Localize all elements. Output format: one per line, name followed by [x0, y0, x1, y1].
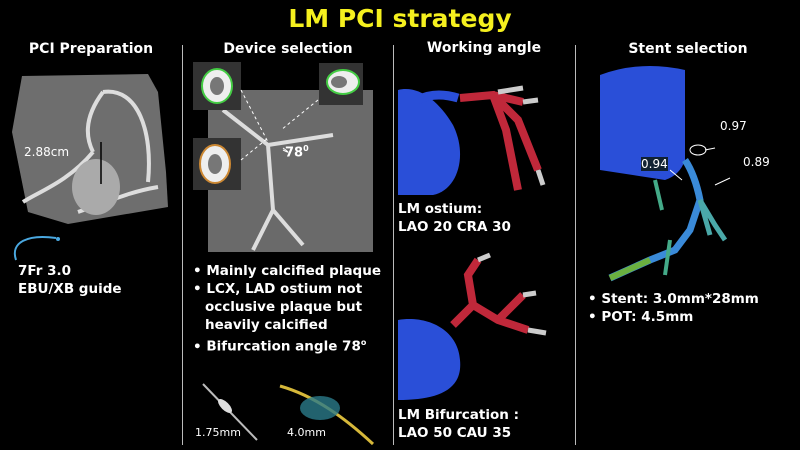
- column-divider: [575, 45, 576, 445]
- finding-item: LCX, LAD ostium not occlusive plaque but…: [193, 280, 393, 334]
- 3d-model-lm-ostium: [398, 85, 546, 195]
- bifurcation-angle-label: 780: [285, 140, 309, 162]
- guide-type: EBU/XB guide: [18, 281, 122, 297]
- stent-plan-list: Stent: 3.0mm*28mm POT: 4.5mm: [588, 290, 759, 326]
- header-stent-selection: Stent selection: [628, 41, 748, 57]
- header-working-angle: Working angle: [426, 40, 542, 56]
- ct-angiogram-image: [12, 74, 168, 224]
- angle-value: 78: [285, 145, 304, 161]
- balloon-devices-image: [202, 383, 375, 446]
- ffr-ct-model: [600, 66, 731, 282]
- header-device-selection: Device selection: [223, 41, 353, 57]
- slide-title: LM PCI strategy: [288, 4, 512, 33]
- ffr-value-lm: 0.97: [720, 119, 747, 133]
- finding-item: Bifurcation angle 78o: [193, 334, 393, 356]
- guide-caption: 7Fr 3.0 EBU/XB guide: [18, 262, 122, 298]
- ct-cross-section-image: [193, 62, 373, 252]
- ffr-value-lcx: 0.89: [743, 155, 770, 169]
- view-label: LM ostium:: [398, 201, 483, 217]
- balloon-size-1: 1.75mm: [195, 426, 241, 439]
- degree-sup: o: [360, 338, 367, 347]
- view-angle: LAO 20 CRA 30: [398, 219, 511, 235]
- column-divider: [182, 45, 183, 445]
- aneurysm-measurement: 2.88cm: [24, 145, 70, 159]
- stent-plan-item: Stent: 3.0mm*28mm: [588, 290, 759, 308]
- finding-item: Mainly calcified plaque: [193, 262, 393, 280]
- view-angle: LAO 50 CAU 35: [398, 425, 512, 441]
- view-label: LM Bifurcation :: [398, 407, 519, 423]
- guide-size: 7Fr 3.0: [18, 263, 72, 279]
- working-angle-ostium: LM ostium: LAO 20 CRA 30: [398, 200, 511, 236]
- working-angle-bifurcation: LM Bifurcation : LAO 50 CAU 35: [398, 406, 519, 442]
- device-findings-list: Mainly calcified plaque LCX, LAD ostium …: [193, 262, 393, 356]
- header-pci-preparation: PCI Preparation: [28, 41, 154, 57]
- angle-degree: 0: [303, 144, 309, 153]
- stent-plan-item: POT: 4.5mm: [588, 308, 759, 326]
- 3d-model-lm-bifurcation: [398, 252, 547, 400]
- guide-catheter-icon: [13, 236, 60, 261]
- column-divider: [393, 45, 394, 445]
- balloon-size-2: 4.0mm: [287, 426, 326, 439]
- ffr-value-lad: 0.94: [641, 157, 668, 171]
- finding-text: Bifurcation angle 78: [206, 338, 361, 355]
